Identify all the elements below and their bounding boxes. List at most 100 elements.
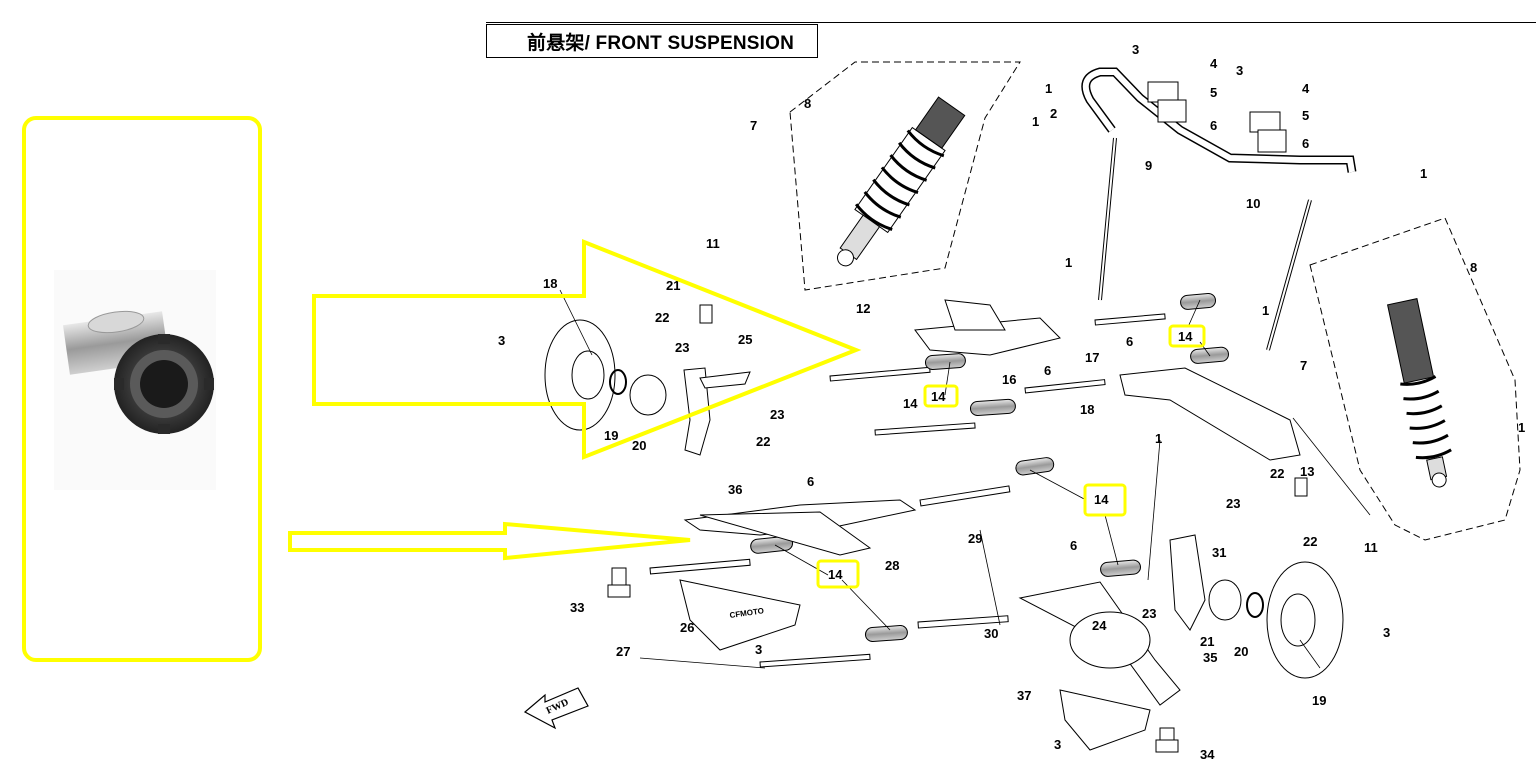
svg-text:1: 1 <box>1518 420 1525 435</box>
svg-text:33: 33 <box>570 600 584 615</box>
svg-text:22: 22 <box>655 310 669 325</box>
title-rule <box>486 22 1536 23</box>
svg-text:34: 34 <box>1200 747 1215 760</box>
steering-knuckle-right <box>1169 534 1242 631</box>
svg-text:22: 22 <box>1303 534 1317 549</box>
svg-text:3: 3 <box>755 642 762 657</box>
skid-plate-right <box>1059 689 1151 751</box>
upper-arm-right <box>1119 367 1301 461</box>
fwd-arrow: FWD <box>523 687 589 730</box>
svg-text:37: 37 <box>1017 688 1031 703</box>
highlight-box <box>923 384 959 408</box>
svg-text:30: 30 <box>984 626 998 641</box>
highlight-box <box>816 559 860 589</box>
svg-text:23: 23 <box>1142 606 1156 621</box>
svg-text:36: 36 <box>728 482 742 497</box>
svg-text:21: 21 <box>666 278 680 293</box>
bushing-tubes <box>750 293 1229 642</box>
svg-text:14: 14 <box>931 389 946 404</box>
svg-text:6: 6 <box>807 474 814 489</box>
svg-text:35: 35 <box>1203 650 1217 665</box>
svg-text:3: 3 <box>1054 737 1061 752</box>
shock-group-left-outline <box>789 61 1021 291</box>
svg-text:29: 29 <box>968 531 982 546</box>
svg-text:16: 16 <box>1002 372 1016 387</box>
lower-arm-right <box>1018 581 1181 706</box>
ball-joints <box>607 304 1308 753</box>
brake-disc-left <box>544 319 616 431</box>
highlight-box <box>1168 324 1206 348</box>
svg-text:12: 12 <box>856 301 870 316</box>
circlip-right <box>1246 592 1264 618</box>
svg-text:6: 6 <box>1210 118 1217 133</box>
svg-text:31: 31 <box>1212 545 1226 560</box>
svg-text:3: 3 <box>1132 42 1139 57</box>
svg-text:3: 3 <box>498 333 505 348</box>
svg-text:5: 5 <box>1302 108 1309 123</box>
clamp-bracket-left <box>1147 81 1187 123</box>
skid-plate-left <box>679 579 801 651</box>
svg-text:25: 25 <box>738 332 752 347</box>
lower-arm-left <box>683 499 917 556</box>
svg-text:17: 17 <box>1085 350 1099 365</box>
svg-text:2: 2 <box>1050 106 1057 121</box>
svg-text:27: 27 <box>616 644 630 659</box>
svg-text:21: 21 <box>1200 634 1214 649</box>
svg-text:8: 8 <box>804 96 811 111</box>
svg-text:9: 9 <box>1145 158 1152 173</box>
shock-absorber-left <box>837 96 966 267</box>
svg-text:6: 6 <box>1044 363 1051 378</box>
part-photo-panel <box>22 116 262 662</box>
svg-text:1: 1 <box>1032 114 1039 129</box>
svg-text:20: 20 <box>632 438 646 453</box>
brake-disc-right <box>1266 561 1344 679</box>
svg-text:6: 6 <box>1302 136 1309 151</box>
svg-text:10: 10 <box>1246 196 1260 211</box>
svg-text:14: 14 <box>1178 329 1193 344</box>
highlight-box <box>1083 483 1127 517</box>
svg-text:1: 1 <box>1262 303 1269 318</box>
svg-text:19: 19 <box>1312 693 1326 708</box>
upper-arm-left <box>914 299 1061 356</box>
svg-text:22: 22 <box>756 434 770 449</box>
svg-text:6: 6 <box>1126 334 1133 349</box>
steering-knuckle-left <box>629 367 751 456</box>
svg-text:26: 26 <box>680 620 694 635</box>
svg-text:18: 18 <box>1080 402 1094 417</box>
svg-text:1: 1 <box>1045 81 1052 96</box>
svg-text:11: 11 <box>706 236 720 251</box>
clamp-bracket-right <box>1249 111 1287 153</box>
svg-text:3: 3 <box>1383 625 1390 640</box>
pointer-arrow-small <box>288 521 691 561</box>
shock-absorber-right <box>1387 298 1452 488</box>
svg-text:18: 18 <box>543 276 557 291</box>
svg-text:14: 14 <box>903 396 918 411</box>
svg-text:11: 11 <box>1364 540 1378 555</box>
svg-text:14: 14 <box>828 567 843 582</box>
svg-text:23: 23 <box>675 340 689 355</box>
svg-text:28: 28 <box>885 558 899 573</box>
pivot-rods <box>649 313 1166 668</box>
pointer-arrow-large <box>312 239 862 460</box>
svg-text:22: 22 <box>1270 466 1284 481</box>
bushing-photo <box>54 270 216 490</box>
svg-text:1: 1 <box>1065 255 1072 270</box>
svg-text:1: 1 <box>1420 166 1427 181</box>
svg-text:14: 14 <box>1094 492 1109 507</box>
svg-text:1: 1 <box>1155 431 1162 446</box>
svg-text:5: 5 <box>1210 85 1217 100</box>
callout-labels: 3 4 5 6 3 4 5 6 1 2 1 9 1 10 8 7 11 8 1 … <box>498 42 1525 760</box>
svg-text:24: 24 <box>1092 618 1107 633</box>
svg-text:7: 7 <box>1300 358 1307 373</box>
svg-text:4: 4 <box>1210 56 1218 71</box>
svg-text:19: 19 <box>604 428 618 443</box>
svg-text:23: 23 <box>770 407 784 422</box>
svg-text:3: 3 <box>1236 63 1243 78</box>
circlip-left <box>609 369 627 395</box>
svg-text:8: 8 <box>1470 260 1477 275</box>
svg-text:6: 6 <box>1070 538 1077 553</box>
diagram-title: 前悬架/ FRONT SUSPENSION <box>486 24 818 58</box>
shock-group-right-outline <box>1309 217 1521 541</box>
